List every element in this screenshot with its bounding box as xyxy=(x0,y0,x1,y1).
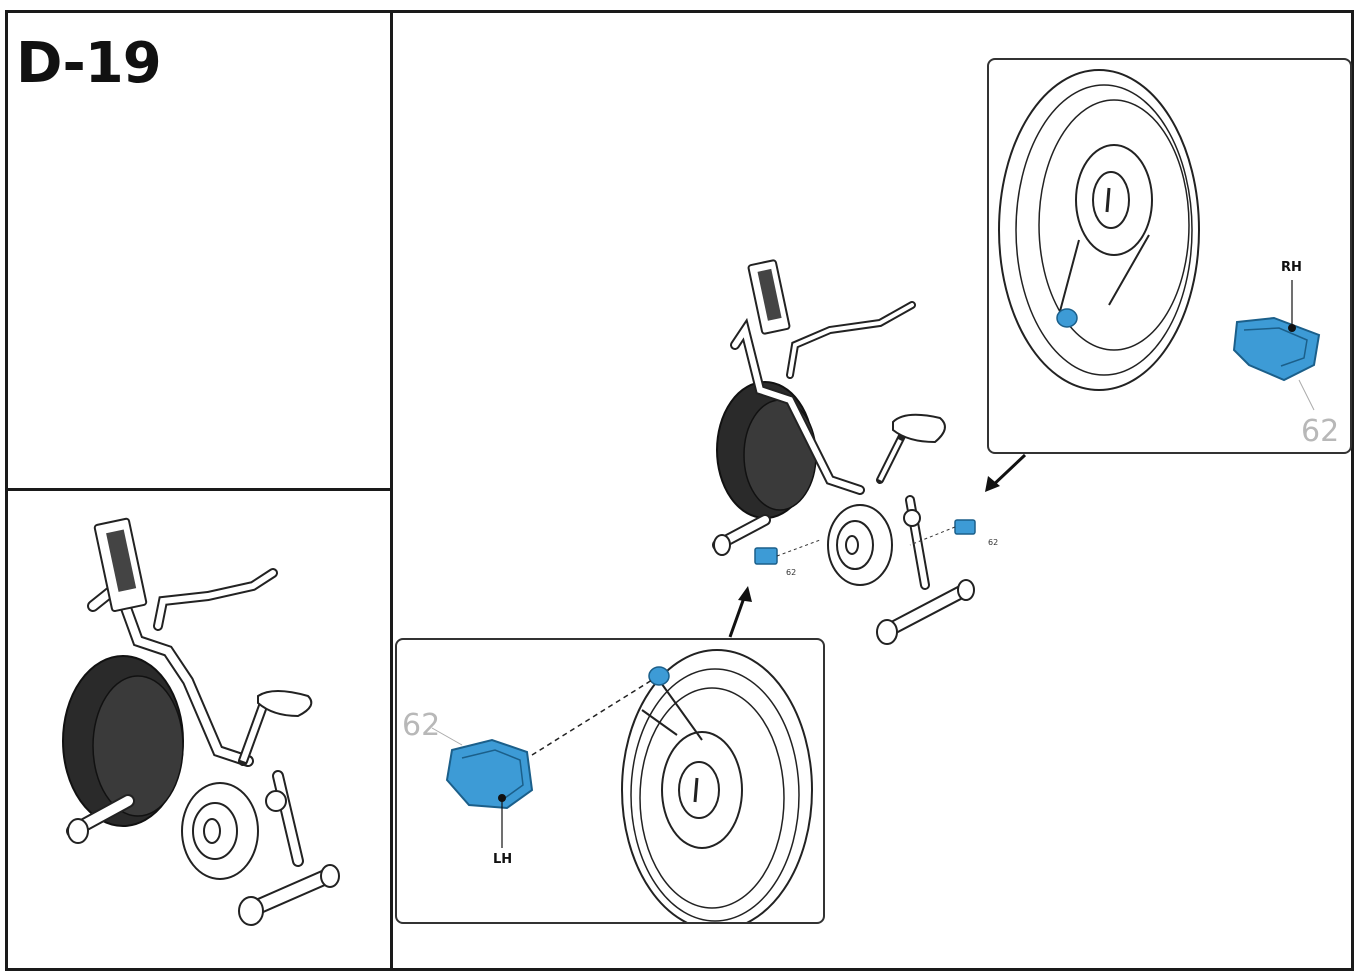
left-pedal xyxy=(445,738,534,810)
step-panel: D-19 xyxy=(5,10,393,491)
left-crank-cover-illustration xyxy=(431,649,813,922)
rh-part-number: 62 xyxy=(1301,414,1340,449)
main-left-pedal-number: 62 xyxy=(786,568,797,577)
rh-label: RH xyxy=(1281,260,1302,275)
right-pedal-callout: RH 62 xyxy=(987,58,1352,454)
lh-part-number: 62 xyxy=(402,708,441,743)
overview-bike-illustration xyxy=(62,517,340,926)
main-right-pedal-number: 62 xyxy=(988,538,999,547)
right-pedal xyxy=(1232,316,1321,382)
lh-label: LH xyxy=(493,852,513,867)
step-title: D-19 xyxy=(16,31,162,96)
right-crank-cover-illustration xyxy=(998,69,1321,411)
left-crank-spindle xyxy=(648,666,670,686)
overview-panel xyxy=(5,488,393,971)
right-crank-spindle xyxy=(1056,308,1078,328)
left-pedal-callout: 62 LH xyxy=(395,638,825,924)
